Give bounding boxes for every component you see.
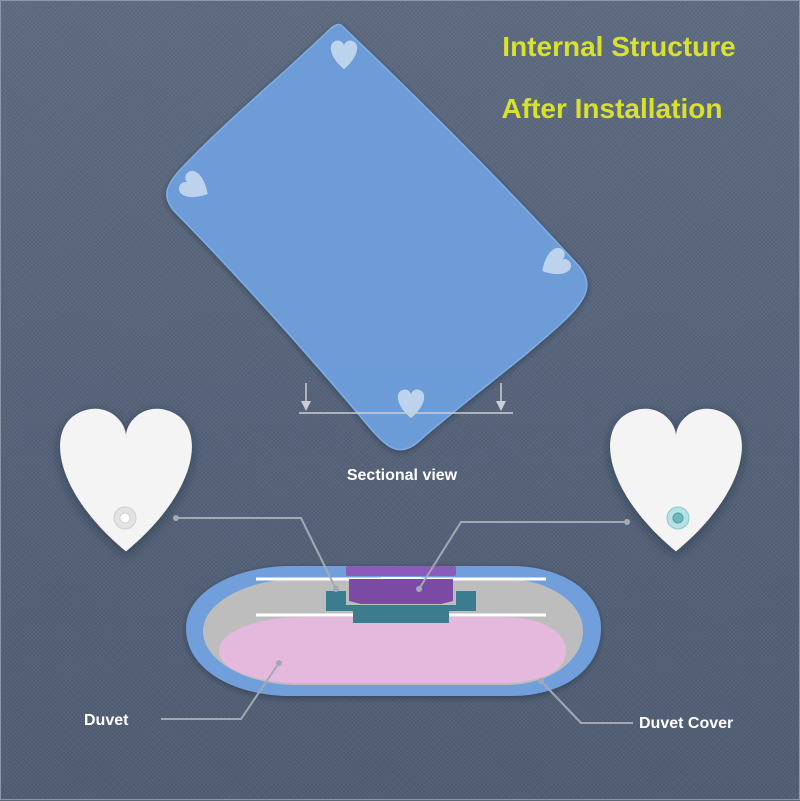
sectional-view-label: Sectional view (347, 467, 458, 484)
heart-left-shape (60, 408, 192, 552)
cross-section (186, 566, 601, 696)
duvet-cover-label: Duvet Cover (639, 715, 733, 732)
duvet-outline (166, 23, 588, 451)
heart-clip-left (60, 408, 192, 552)
leader-right-heart (418, 521, 627, 590)
section-cut-marker (299, 383, 513, 414)
heart-clip-purple-top (346, 566, 456, 576)
heart-clip-teal (326, 591, 476, 623)
duvet-layer (219, 617, 566, 683)
duvet-label: Duvet (84, 712, 129, 729)
leader-duvet-cover (540, 680, 633, 724)
section-arrowhead-right (496, 401, 506, 411)
leader-left-heart (176, 517, 337, 590)
heart-clip-right (610, 408, 742, 552)
duvet-top-view (166, 23, 588, 451)
heart-clip-purple-body (349, 579, 453, 604)
title-line-1: Internal Structure (502, 31, 735, 62)
leader-lines (161, 517, 633, 724)
section-arrowhead-left (301, 401, 311, 411)
heart-right-shape (610, 408, 742, 552)
leader-duvet (161, 662, 280, 720)
title-line-2: After Installation (502, 93, 723, 124)
